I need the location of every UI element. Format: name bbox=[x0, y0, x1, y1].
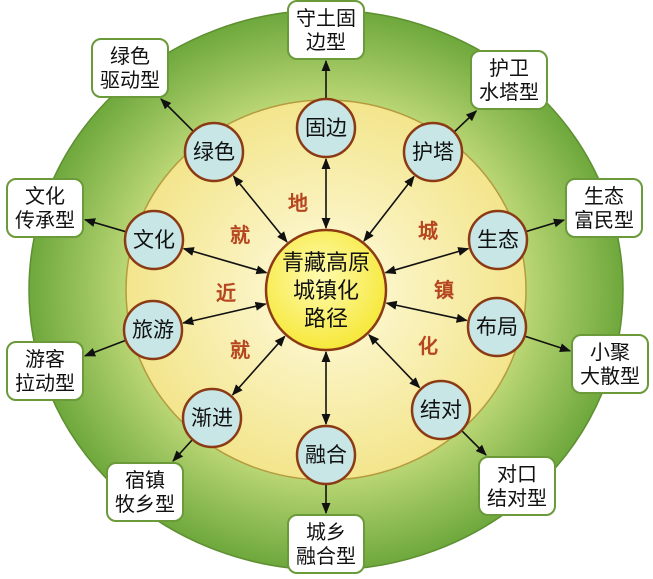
type-box-9-line-2: 传承型 bbox=[15, 208, 75, 232]
boxes-layer: 守土固边型护卫水塔型生态富民型小聚大散型对口结对型城乡融合型宿镇牧乡型游客拉动型… bbox=[6, 0, 649, 574]
node-label-8: 旅游 bbox=[132, 318, 174, 342]
type-box-9 bbox=[6, 178, 84, 238]
ring-char-jin: 近 bbox=[216, 281, 236, 305]
type-box-7-line-2: 牧乡型 bbox=[115, 492, 175, 516]
arrow-center-to-4 bbox=[385, 300, 468, 323]
center-circle bbox=[264, 228, 388, 352]
type-box-8-line-1: 游客 bbox=[25, 347, 65, 371]
type-box-2 bbox=[470, 50, 548, 110]
type-box-10-line-2: 驱动型 bbox=[100, 68, 160, 92]
type-box-3-line-2: 富民型 bbox=[574, 208, 634, 232]
arrow-node-to-box-4 bbox=[525, 335, 572, 353]
node-label-10: 绿色 bbox=[193, 140, 235, 164]
node-label-7: 渐进 bbox=[191, 406, 233, 430]
node-label-6: 融合 bbox=[305, 443, 347, 467]
type-box-5-line-1: 对口 bbox=[497, 462, 537, 486]
node-circle-3 bbox=[467, 209, 529, 271]
arrow-node-to-box-8 bbox=[83, 339, 126, 357]
type-box-1 bbox=[287, 0, 365, 60]
type-box-4-line-2: 大散型 bbox=[580, 364, 640, 388]
ring-char-zhen: 镇 bbox=[434, 278, 454, 302]
node-circle-2 bbox=[402, 121, 464, 183]
node-label-9: 文化 bbox=[133, 228, 175, 252]
type-box-6-line-1: 城乡 bbox=[306, 520, 346, 544]
node-label-3: 生态 bbox=[477, 228, 519, 252]
node-label-5: 结对 bbox=[420, 398, 462, 422]
arrow-node-to-box-10 bbox=[160, 98, 194, 132]
type-box-5 bbox=[478, 456, 556, 516]
ring-char-di: 地 bbox=[288, 191, 308, 215]
type-box-6-line-2: 融合型 bbox=[296, 544, 356, 568]
center-line-3: 路径 bbox=[304, 307, 348, 332]
arrow-center-to-10 bbox=[232, 175, 288, 243]
node-circle-5 bbox=[410, 379, 472, 441]
type-box-3 bbox=[565, 178, 643, 238]
type-box-1-line-2: 边型 bbox=[306, 30, 346, 54]
center-line-1: 青藏高原 bbox=[282, 251, 370, 276]
type-box-4-line-1: 小聚 bbox=[590, 340, 630, 364]
center-line-2: 城镇化 bbox=[293, 279, 359, 304]
arrow-node-to-box-2 bbox=[454, 110, 478, 132]
node-circle-1 bbox=[295, 97, 357, 159]
arrow-node-to-box-7 bbox=[172, 439, 193, 462]
arrow-node-to-box-9 bbox=[83, 218, 126, 233]
type-box-2-line-1: 护卫 bbox=[489, 56, 529, 80]
type-box-4 bbox=[571, 334, 649, 394]
arrow-center-to-5 bbox=[368, 333, 421, 389]
arrow-center-to-7 bbox=[231, 335, 286, 396]
type-box-7-line-1: 宿镇 bbox=[125, 468, 165, 492]
arrow-center-to-3 bbox=[384, 247, 470, 275]
type-box-3-line-1: 生态 bbox=[584, 184, 624, 208]
type-box-10-line-1: 绿色 bbox=[110, 44, 150, 68]
node-circle-10 bbox=[183, 121, 245, 183]
ring-char-hua: 化 bbox=[418, 334, 438, 358]
type-box-8-line-2: 拉动型 bbox=[15, 371, 75, 395]
arrow-node-to-box-5 bbox=[461, 430, 487, 456]
type-box-10 bbox=[91, 38, 169, 98]
node-circle-8 bbox=[122, 299, 184, 361]
node-label-4: 布局 bbox=[476, 315, 518, 339]
node-circle-9 bbox=[123, 209, 185, 271]
ring-char-jiu-2: 就 bbox=[230, 338, 250, 362]
node-circle-7 bbox=[181, 387, 243, 449]
arrow-node-to-box-3 bbox=[526, 218, 566, 233]
ring-char-jiu-1: 就 bbox=[230, 223, 250, 247]
arrows-layer bbox=[83, 59, 572, 515]
type-box-5-line-2: 结对型 bbox=[487, 486, 547, 510]
node-label-2: 护塔 bbox=[412, 140, 454, 164]
type-box-6 bbox=[287, 514, 365, 574]
arrow-center-to-8 bbox=[182, 301, 267, 326]
arrow-center-to-2 bbox=[363, 175, 415, 242]
node-circle-4 bbox=[466, 296, 528, 358]
ring-char-cheng: 城 bbox=[418, 219, 438, 243]
type-box-7 bbox=[106, 462, 184, 522]
type-box-9-line-1: 文化 bbox=[25, 184, 65, 208]
type-box-1-line-1: 守土固 bbox=[296, 6, 356, 30]
arrow-center-to-9 bbox=[182, 247, 268, 275]
type-box-8 bbox=[6, 341, 84, 401]
type-box-2-line-2: 水塔型 bbox=[479, 80, 539, 104]
node-label-1: 固边 bbox=[305, 116, 347, 140]
node-circle-6 bbox=[295, 424, 357, 486]
